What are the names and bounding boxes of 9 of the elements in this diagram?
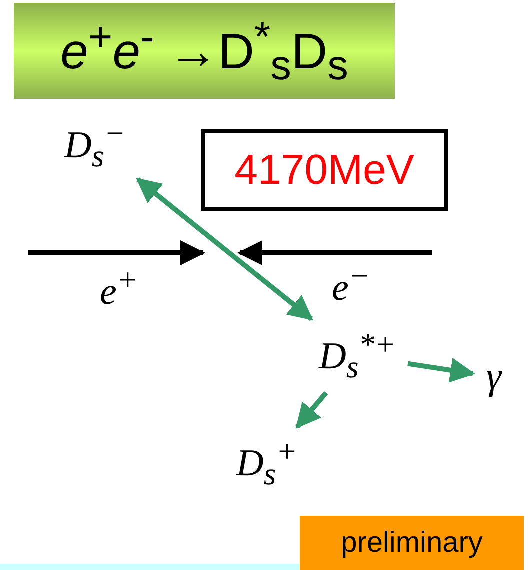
beam-label: e$^{−}$ [332, 258, 370, 310]
arrow [136, 178, 314, 321]
stamp-label: preliminary [300, 516, 524, 570]
particle-label: γ [476, 352, 512, 402]
title-banner: e$^{+}$e$^{-}$ →D$^{*}$$_{s}$D$_{s}$ [14, 3, 395, 99]
beam-label: e$^{+}$ [100, 262, 138, 314]
arrow [296, 391, 328, 429]
energy-box: 4170MeV [201, 129, 448, 211]
arrow [408, 358, 476, 383]
